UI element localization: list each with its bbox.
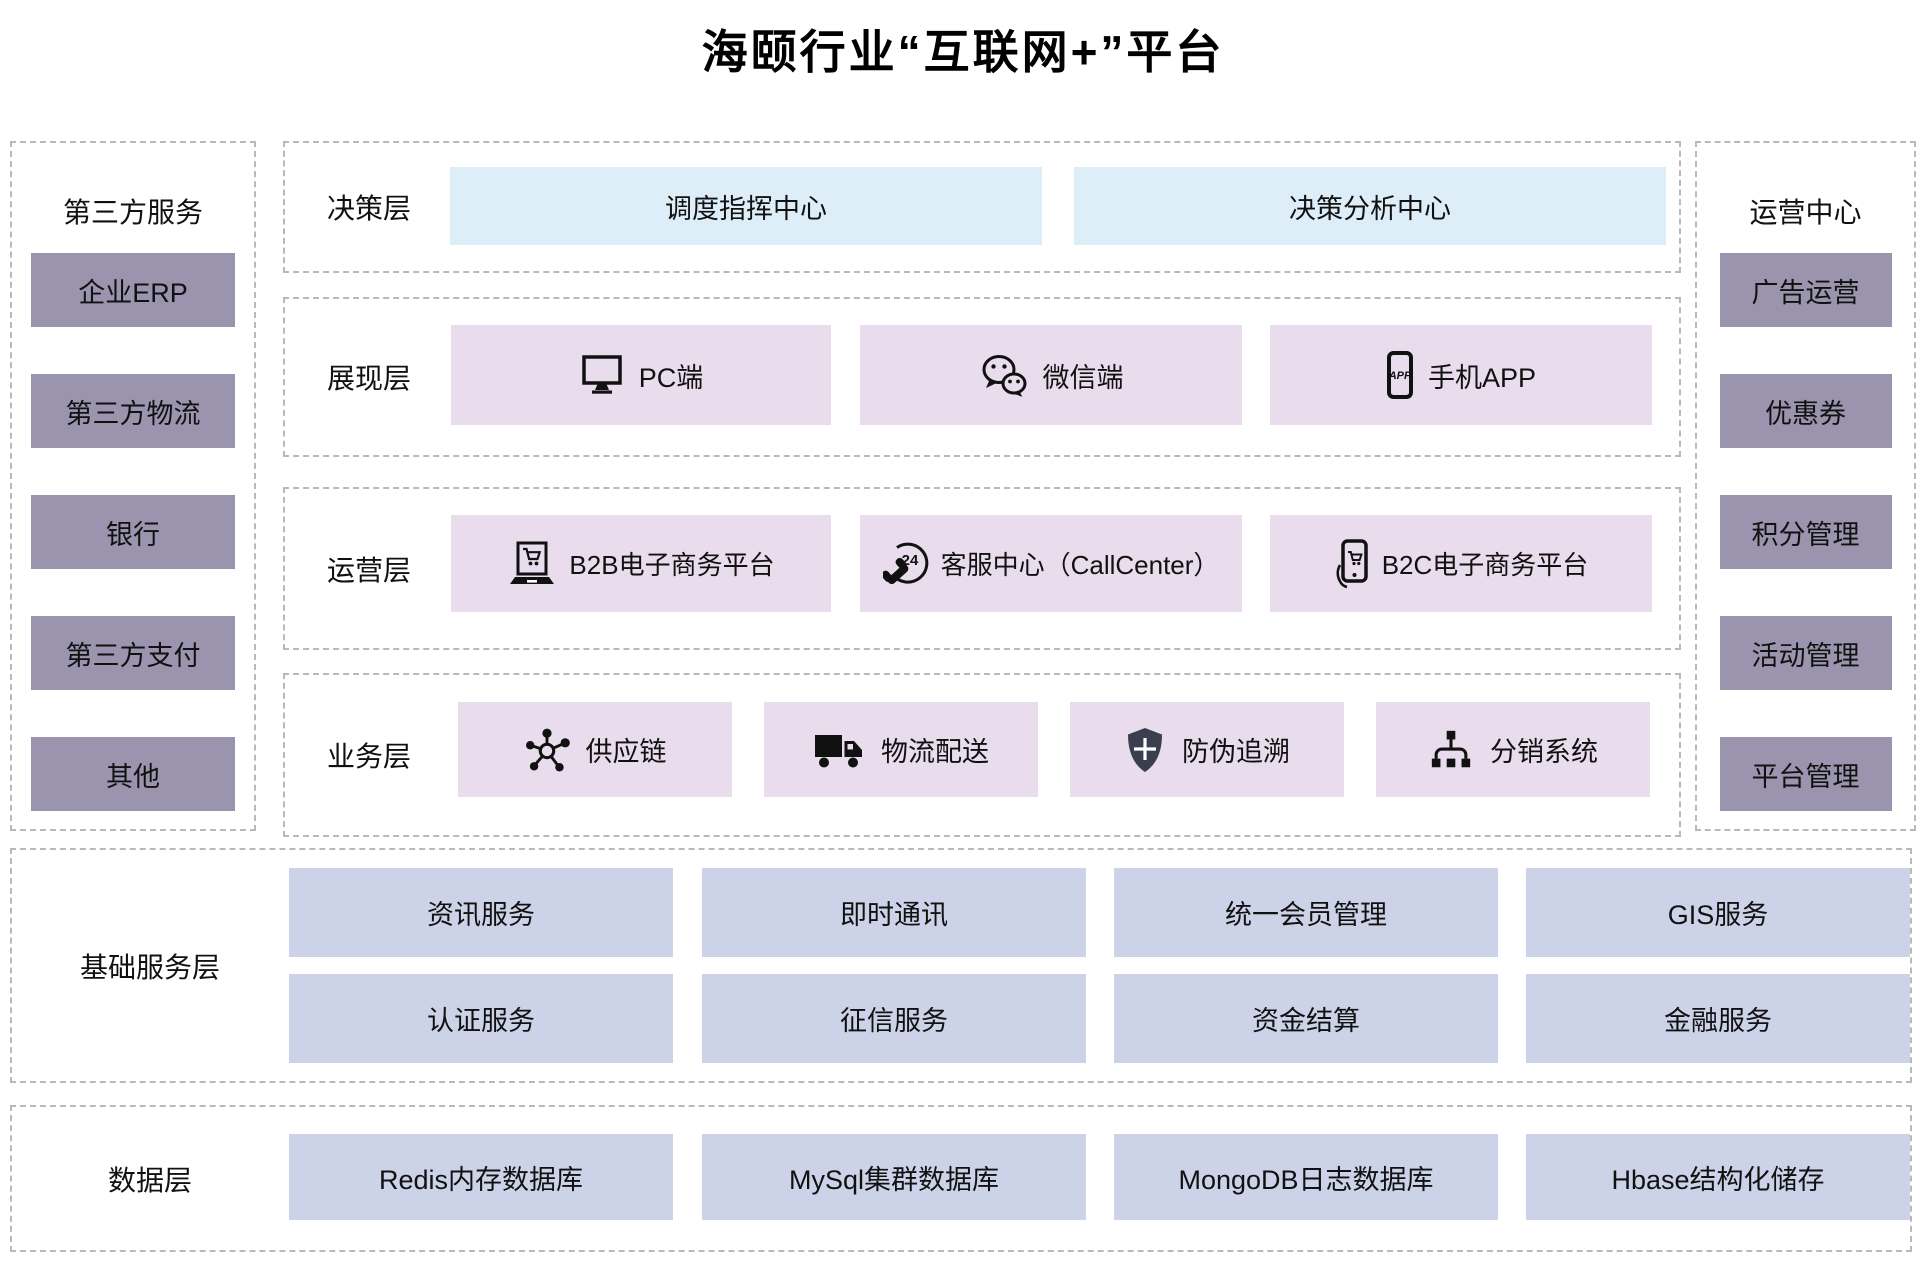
base-service-credit: 征信服务: [702, 974, 1086, 1063]
box-label: 物流配送: [881, 737, 989, 767]
base-service-news: 资讯服务: [289, 868, 673, 957]
box-label: 分销系统: [1490, 737, 1598, 767]
third-party-panel-items: 企业ERP 第三方物流 银行 第三方支付 其他: [12, 253, 254, 811]
box-label: B2B电子商务平台: [569, 550, 775, 580]
base-service-im: 即时通讯: [702, 868, 1086, 957]
operation-center-items: 广告运营 优惠券 积分管理 活动管理 平台管理: [1697, 253, 1914, 811]
base-services-label: 基础服务层: [79, 951, 220, 983]
wechat-icon: [979, 353, 1029, 397]
base-service-auth: 认证服务: [289, 974, 673, 1063]
data-layer-section: 数据层 Redis内存数据库 MySql集群数据库 MongoDB日志数据库 H…: [10, 1105, 1912, 1252]
supply-chain-icon: [524, 727, 570, 773]
business-layer-label: 业务层: [326, 741, 411, 772]
operation-layer-row: 运营层 B2B电子商务平台 24: [283, 487, 1681, 650]
data-store-mysql: MySql集群数据库: [702, 1134, 1086, 1220]
operation-item-platform: 平台管理: [1719, 737, 1892, 811]
box-label: 手机APP: [1427, 362, 1537, 393]
presentation-box-mobile-app: APP 手机APP: [1270, 325, 1652, 425]
operation-box-callcenter: 24 客服中心（CallCenter）: [860, 515, 1242, 612]
b2c-commerce-icon: [1334, 538, 1370, 589]
business-box-anti-counterfeit: 防伪追溯: [1070, 702, 1344, 797]
data-store-mongodb: MongoDB日志数据库: [1114, 1134, 1498, 1220]
box-label: 防伪追溯: [1182, 737, 1290, 767]
decision-layer-label: 决策层: [326, 193, 411, 224]
third-party-item-bank: 银行: [31, 495, 235, 569]
base-services-section: 基础服务层 资讯服务 即时通讯 统一会员管理 GIS服务 认证服务 征信服务 资…: [10, 848, 1912, 1083]
operation-center-panel: 运营中心 广告运营 优惠券 积分管理 活动管理 平台管理: [1695, 141, 1916, 831]
pc-monitor-icon: [579, 354, 625, 396]
operation-item-points: 积分管理: [1719, 495, 1892, 569]
operation-box-b2b: B2B电子商务平台: [451, 515, 831, 612]
base-service-settlement: 资金结算: [1114, 974, 1498, 1063]
logistics-truck-icon: [813, 729, 865, 771]
base-service-member: 统一会员管理: [1114, 868, 1498, 957]
page-title: 海颐行业“互联网+”平台: [701, 26, 1225, 78]
business-box-supply-chain: 供应链: [458, 702, 732, 797]
box-label: 客服中心（CallCenter）: [940, 550, 1220, 580]
data-layer-label: 数据层: [107, 1164, 192, 1196]
svg-text:APP: APP: [1388, 370, 1412, 382]
third-party-panel-title: 第三方服务: [62, 197, 203, 228]
decision-box-dispatch: 调度指挥中心: [450, 167, 1042, 245]
business-layer-row: 业务层: [283, 673, 1681, 837]
mobile-app-icon: APP: [1386, 351, 1414, 399]
presentation-box-pc: PC端: [451, 325, 831, 425]
operation-box-b2c: B2C电子商务平台: [1270, 515, 1652, 612]
presentation-box-wechat: 微信端: [860, 325, 1242, 425]
box-label: 微信端: [1042, 362, 1124, 393]
decision-layer-row: 决策层 调度指挥中心 决策分析中心: [283, 141, 1681, 273]
third-party-item-other: 其他: [31, 737, 235, 811]
callcenter-24-icon: 24: [882, 541, 929, 587]
operation-item-ads: 广告运营: [1719, 253, 1892, 327]
anti-counterfeit-shield-icon: [1124, 726, 1166, 774]
business-box-distribution: 分销系统: [1376, 702, 1650, 797]
base-service-finance: 金融服务: [1526, 974, 1910, 1063]
third-party-item-payment: 第三方支付: [31, 616, 235, 690]
data-store-redis: Redis内存数据库: [289, 1134, 673, 1220]
third-party-item-erp: 企业ERP: [31, 253, 235, 327]
distribution-network-icon: [1428, 728, 1474, 772]
data-store-hbase: Hbase结构化储存: [1526, 1134, 1910, 1220]
box-label: B2C电子商务平台: [1381, 550, 1589, 580]
third-party-panel: 第三方服务 企业ERP 第三方物流 银行 第三方支付 其他: [10, 141, 256, 831]
presentation-layer-label: 展现层: [326, 363, 411, 394]
operation-layer-label: 运营层: [326, 554, 411, 586]
operation-item-coupon: 优惠券: [1719, 374, 1892, 448]
decision-box-analysis: 决策分析中心: [1074, 167, 1666, 245]
business-box-logistics: 物流配送: [764, 702, 1038, 797]
operation-center-title: 运营中心: [1749, 197, 1862, 228]
box-label: 供应链: [585, 737, 667, 767]
b2b-commerce-icon: [507, 541, 557, 587]
third-party-item-logistics: 第三方物流: [31, 374, 235, 448]
base-service-gis: GIS服务: [1526, 868, 1910, 957]
box-label: PC端: [638, 362, 704, 393]
operation-item-activity: 活动管理: [1719, 616, 1892, 690]
presentation-layer-row: 展现层 PC端: [283, 297, 1681, 457]
